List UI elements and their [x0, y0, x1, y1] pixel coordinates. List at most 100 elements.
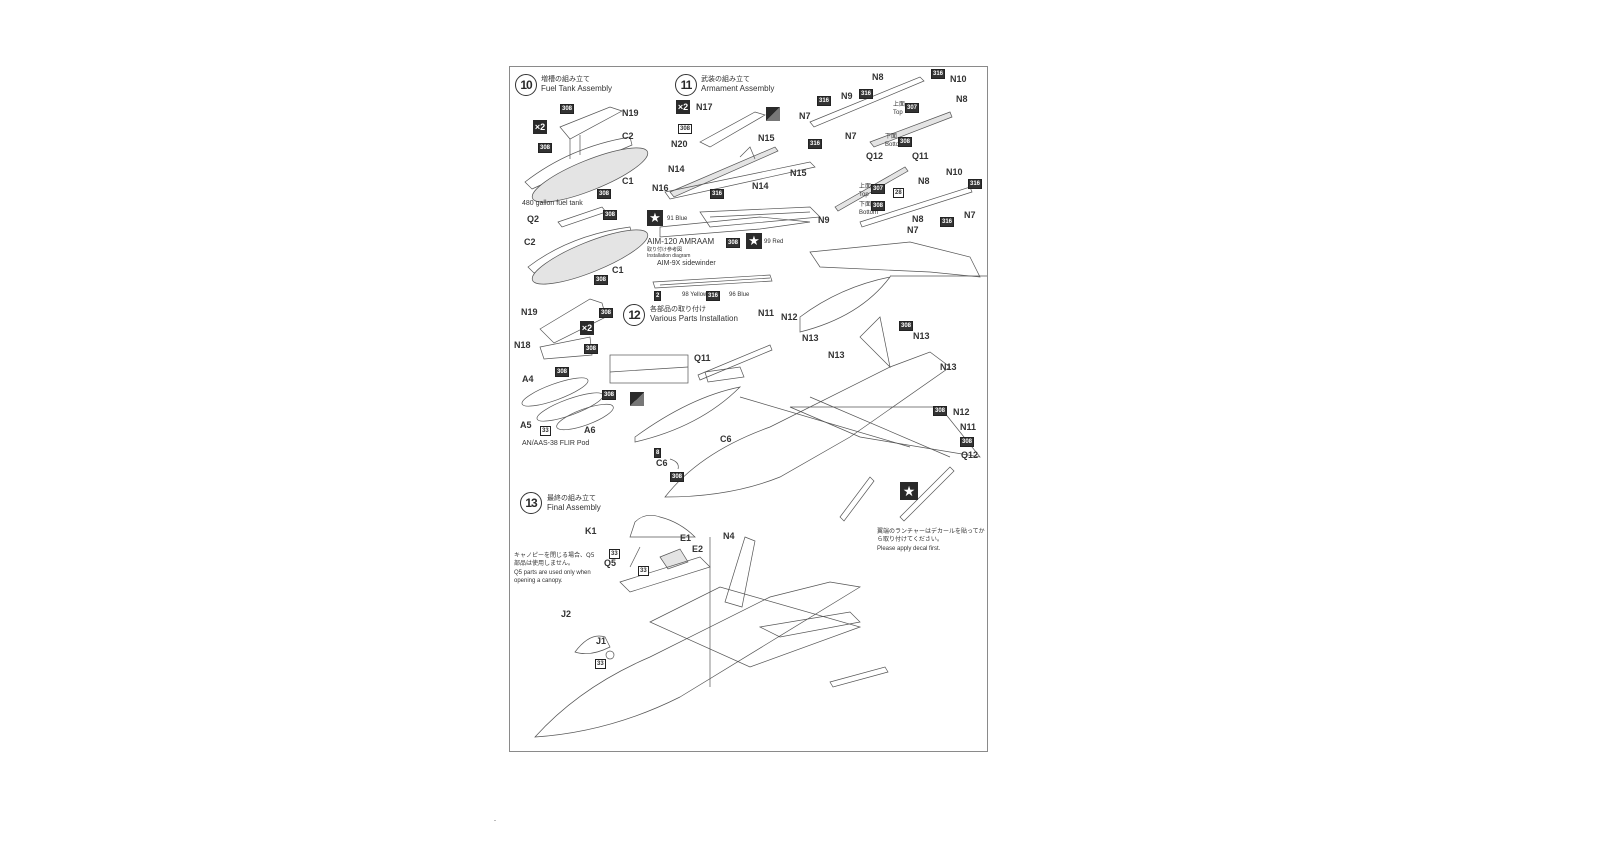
- drop-tank-step12-drawing: [634, 386, 742, 443]
- rail-q12-drawing: [869, 111, 953, 148]
- paint-code: 308: [678, 124, 693, 134]
- part-label: N8: [918, 176, 930, 186]
- part-label: A4: [522, 374, 534, 384]
- pylon-n19b-drawing: [539, 298, 607, 344]
- part-label: C2: [524, 237, 536, 247]
- x2-badge: ×2: [676, 100, 690, 114]
- aim9x-drawing: [652, 274, 773, 289]
- paint-code: 308: [599, 308, 614, 318]
- paint-code: 308: [898, 137, 913, 147]
- canopy-j2-drawing: [574, 635, 611, 654]
- color-note-red: 99 Red: [764, 239, 784, 245]
- paint-code: 307: [905, 103, 920, 113]
- paint-code: 33: [638, 566, 649, 576]
- paint-code: 316: [968, 179, 983, 189]
- rail-n20-drawing: [669, 146, 779, 198]
- part-label: N15: [758, 133, 775, 143]
- part-label: N19: [622, 108, 639, 118]
- part-label: Q11: [694, 353, 711, 363]
- part-label: N17: [696, 102, 713, 112]
- part-label: C6: [656, 458, 668, 468]
- aim120-caption: AIM-120 AMRAAM: [647, 237, 715, 246]
- paint-code: 316: [706, 291, 721, 301]
- part-label: J1: [596, 636, 607, 646]
- part-label: N9: [818, 215, 830, 225]
- step-11-number: 11: [675, 74, 697, 96]
- x2-badge: ×2: [580, 321, 594, 335]
- part-j1-drawing: [605, 650, 615, 660]
- part-label: Q5: [604, 558, 617, 568]
- launcher-n17-drawing: [699, 111, 766, 148]
- paint-code: 308: [555, 367, 570, 377]
- color-note-blue: 91 Blue: [667, 216, 688, 222]
- part-label: N18: [514, 340, 531, 350]
- decal-stripe-icon: [630, 392, 644, 406]
- q5-strut-drawing: [629, 546, 641, 568]
- seat-e1-drawing: [659, 548, 689, 570]
- pylon-n18-drawing: [539, 336, 593, 360]
- part-label: N8: [956, 94, 968, 104]
- paint-code: 308: [594, 275, 609, 285]
- paint-code: 308: [726, 238, 741, 248]
- part-label: Q12: [961, 450, 979, 460]
- paint-code: 308: [960, 437, 975, 447]
- part-label: K1: [585, 526, 597, 536]
- part-label: E2: [692, 544, 704, 554]
- part-label: Q11: [912, 151, 929, 161]
- step-12-title-en: Various Parts Installation: [650, 314, 738, 323]
- part-label: N14: [752, 181, 769, 191]
- part-label: N10: [950, 74, 967, 84]
- step-12-title-jp: 各部品の取り付け: [650, 305, 706, 313]
- launcher-decal-note-en: Please apply decal first.: [877, 546, 941, 552]
- part-label: N9: [841, 91, 853, 101]
- part-label: Q2: [527, 214, 540, 224]
- pylon-upper-step12-drawing: [799, 276, 891, 333]
- canopy-note-jp: キャノピーを閉じる場合、Q5部品は使用しません。: [514, 552, 595, 567]
- flir-a4-drawing: [521, 377, 589, 407]
- c6-part-drawing: [669, 458, 679, 470]
- canopy-k1-drawing: [629, 515, 696, 538]
- part-label: A5: [520, 420, 532, 430]
- part-label: N8: [872, 72, 884, 82]
- flir-pod-caption: AN/AAS-38 FLIR Pod: [522, 440, 590, 447]
- star-insignia-decal-icon: ★: [647, 210, 663, 226]
- x2-badge: ×2: [533, 120, 547, 134]
- paint-code: 316: [940, 217, 955, 227]
- color-note-yellow: 98 Yellow: [682, 292, 708, 298]
- paint-code: 308: [584, 344, 599, 354]
- aircraft-fuselage-final-drawing: [534, 581, 861, 738]
- part-label: N14: [668, 164, 685, 174]
- tank-half-c1-drawing: [531, 147, 649, 203]
- fuel-tank-caption: 480 gallon fuel tank: [522, 200, 583, 207]
- part-label: N13: [828, 350, 845, 360]
- missile-lower-step12-drawing: [839, 476, 875, 522]
- paint-code: 307: [871, 184, 886, 194]
- paint-code: 2: [654, 291, 662, 301]
- part-label: N13: [802, 333, 819, 343]
- step-13-title-jp: 最終の組み立て: [547, 494, 596, 502]
- launcher-q11-drawing: [697, 344, 773, 381]
- part-label: N11: [758, 308, 775, 318]
- paint-code: 308: [602, 390, 617, 400]
- paint-code: 316: [710, 189, 725, 199]
- paint-code: 33: [609, 549, 620, 559]
- part-label: N12: [781, 312, 798, 322]
- flir-a5-drawing: [536, 392, 604, 422]
- part-label: N13: [913, 331, 930, 341]
- star-insignia-decal-icon: ★: [746, 233, 762, 249]
- step-10-title-jp: 増槽の組み立て: [541, 75, 590, 83]
- inset-diagram-drawing: [609, 354, 689, 384]
- instruction-sheet: 10 増槽の組み立て Fuel Tank Assembly 308 N19 ×2…: [509, 66, 988, 752]
- part-label: N13: [940, 362, 957, 372]
- part-q11-tube-drawing: [704, 366, 745, 383]
- part-label: N4: [723, 531, 735, 541]
- part-label: J2: [561, 609, 572, 619]
- canopy-note-en: Q5 parts are used only when opening a ca…: [514, 570, 591, 584]
- paint-code: 308: [933, 406, 948, 416]
- part-label: C2: [622, 131, 634, 141]
- paint-code: 308: [899, 321, 914, 331]
- wing-step12-drawing: [789, 406, 981, 458]
